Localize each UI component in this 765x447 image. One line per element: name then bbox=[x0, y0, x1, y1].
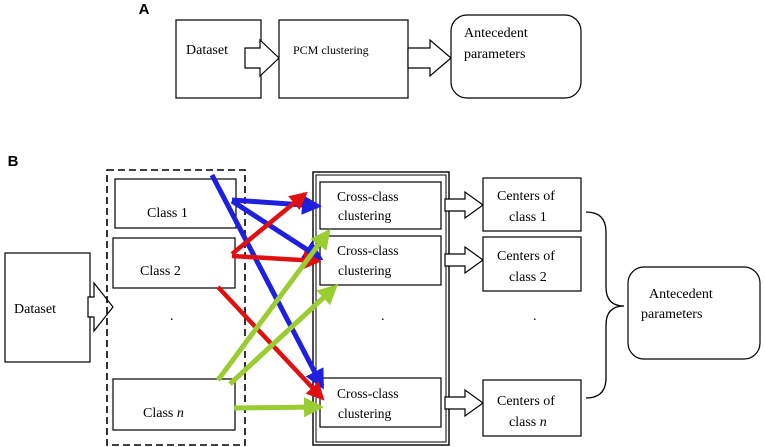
red-arrow-1 bbox=[230, 191, 308, 256]
b-dataset-box bbox=[4, 252, 91, 363]
panel-b-label: B bbox=[8, 153, 19, 170]
class-2-box bbox=[112, 237, 236, 289]
cross-2-box bbox=[319, 235, 442, 286]
centers-n-var: n bbox=[540, 415, 547, 430]
cross-1-line2: clustering bbox=[338, 208, 391, 223]
centers-1-box bbox=[482, 177, 582, 232]
a-dataset-label: Dataset bbox=[186, 43, 228, 58]
centers-n-line2: class n bbox=[509, 415, 547, 430]
centers-n-line1: Centers of bbox=[497, 394, 555, 409]
class-arrows bbox=[209, 173, 338, 418]
centers-1-line2: class 1 bbox=[509, 210, 547, 225]
a-antecedent-line1: Antecedent bbox=[464, 26, 528, 41]
cross-2-line2: clustering bbox=[338, 263, 391, 278]
centers-2-box bbox=[482, 236, 582, 292]
b-dataset-label: Dataset bbox=[14, 302, 56, 317]
a-antecedent-line2: parameters bbox=[464, 47, 525, 62]
green-arrow-2 bbox=[228, 284, 338, 386]
red-arrow-3 bbox=[216, 285, 325, 401]
a-arrow-1 bbox=[244, 38, 280, 78]
centers-n-box bbox=[482, 379, 582, 437]
class-n-label: Class n bbox=[143, 406, 184, 421]
b-antecedent-box bbox=[627, 266, 761, 360]
b-dataset-arrow bbox=[87, 281, 114, 333]
class-dots: . bbox=[170, 309, 174, 324]
class-2-label: Class 2 bbox=[140, 264, 181, 279]
cross-centers-arrow-n bbox=[444, 388, 485, 418]
centers-1-line1: Centers of bbox=[497, 189, 555, 204]
blue-arrow-2 bbox=[231, 194, 322, 215]
class-n-var: n bbox=[177, 406, 184, 421]
blue-arrow-1 bbox=[209, 173, 325, 390]
b-antecedent-line2: parameters bbox=[641, 307, 702, 322]
centers-2-line2: class 2 bbox=[509, 270, 547, 285]
cross-centers-arrow-1 bbox=[444, 190, 485, 220]
cross-dots: . bbox=[381, 309, 385, 324]
class-n-box bbox=[112, 378, 236, 431]
panel-a-label: A bbox=[139, 1, 150, 18]
class-1-label: Class 1 bbox=[147, 206, 188, 221]
cross-n-line2: clustering bbox=[338, 406, 391, 421]
a-pcm-label: PCM clustering bbox=[293, 43, 369, 57]
a-antecedent-box bbox=[450, 14, 582, 99]
green-arrow-1 bbox=[215, 228, 331, 382]
red-arrow-2 bbox=[231, 251, 322, 270]
centers-dots: . bbox=[533, 309, 537, 324]
centers-n-prefix: class bbox=[509, 415, 540, 430]
centers-2-line1: Centers of bbox=[497, 249, 555, 264]
a-arrow-2 bbox=[407, 38, 452, 78]
class-group-dashed bbox=[106, 169, 246, 446]
cross-centers-arrow-2 bbox=[444, 245, 485, 275]
cross-1-line1: Cross-class bbox=[337, 189, 399, 204]
class-n-prefix: Class bbox=[143, 406, 177, 421]
a-pcm-box bbox=[278, 19, 409, 99]
blue-arrow-3 bbox=[230, 198, 324, 261]
cross-group-inner bbox=[315, 174, 447, 443]
centers-brace bbox=[585, 211, 625, 399]
b-antecedent-line1: Antecedent bbox=[649, 287, 713, 302]
green-arrow-3 bbox=[233, 397, 324, 418]
cross-n-line1: Cross-class bbox=[337, 386, 399, 401]
cross-2-line1: Cross-class bbox=[337, 243, 399, 258]
